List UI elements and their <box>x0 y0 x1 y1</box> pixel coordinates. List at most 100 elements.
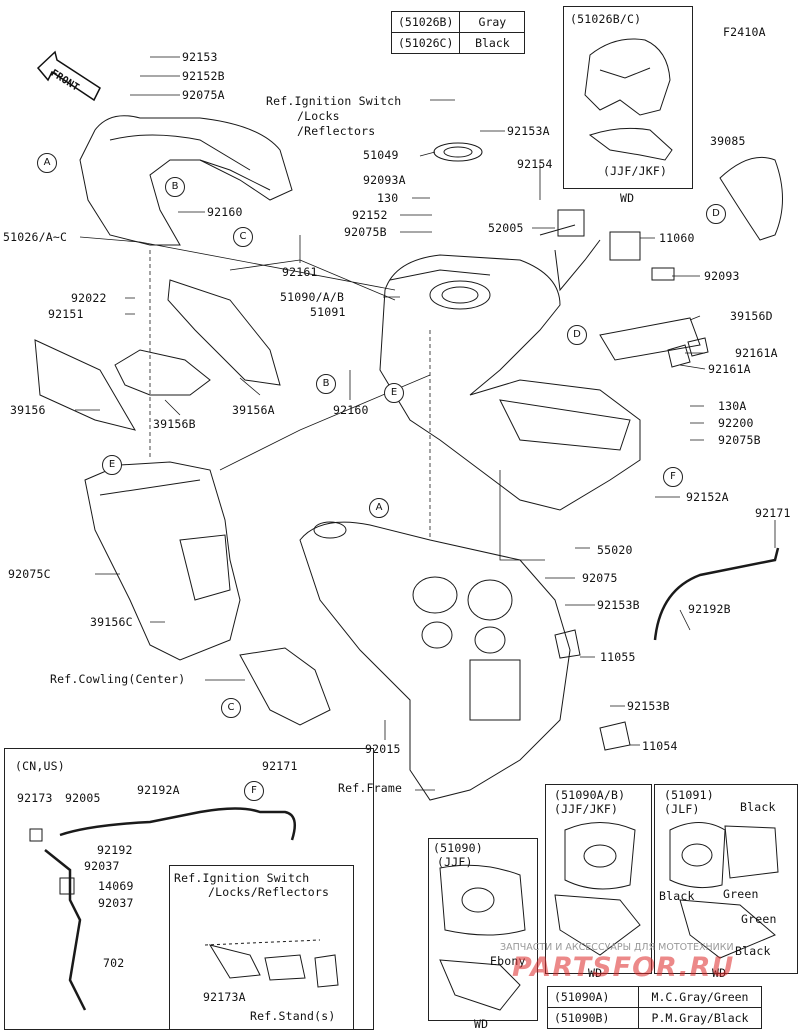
label-92037-a: 92037 <box>84 859 120 873</box>
label-92173A: 92173A <box>203 990 246 1004</box>
upper-cowl-shape <box>79 115 293 246</box>
label-11060: 11060 <box>659 231 695 245</box>
inset-cowl-variant: (JJF/JKF) <box>603 164 668 178</box>
color-table-51090: (51090A) M.C.Gray/Green (51090B) P.M.Gra… <box>547 986 762 1029</box>
inset-51091-box <box>654 784 798 974</box>
callout-f: F <box>244 781 264 801</box>
inset-51091-label-green: Green <box>741 912 777 926</box>
bracket-11055 <box>554 629 581 659</box>
fuel-pump-shape <box>539 209 641 292</box>
label-39156B: 39156B <box>153 417 196 431</box>
callout-c: C <box>233 227 253 247</box>
table-cell-color: P.M.Gray/Black <box>638 1007 762 1029</box>
inset-cn-us-title: (CN,US) <box>15 759 65 773</box>
callout-d: D <box>706 204 726 224</box>
table-cell-code: (51026B) <box>390 11 461 33</box>
inset-51090-variant: (JJF) <box>437 855 473 869</box>
inset-cowl-box <box>563 6 693 189</box>
callout-e: E <box>384 383 404 403</box>
inset-51090-box <box>428 838 538 1021</box>
label-55020: 55020 <box>597 543 633 557</box>
callout-b: B <box>165 177 185 197</box>
label-ref-ignition-1: Ref.Ignition Switch <box>266 94 402 108</box>
label-51090: 51090/A/B <box>280 290 345 304</box>
label-92153B: 92153B <box>597 598 640 612</box>
label-92093A: 92093A <box>363 173 406 187</box>
label-92075: 92075 <box>582 571 618 585</box>
cowl-inset-art <box>584 38 673 161</box>
table-cell-color: Gray <box>459 11 526 33</box>
label-92173: 92173 <box>17 791 53 805</box>
label-11054: 11054 <box>642 739 678 753</box>
label-702: 702 <box>103 956 125 970</box>
pad-92093 <box>651 267 675 281</box>
label-92037-b: 92037 <box>98 896 134 910</box>
inset-ignition-ref-stand: Ref.Stand(s) <box>250 1009 336 1023</box>
frame-shape <box>299 521 571 801</box>
callout-f: F <box>663 467 683 487</box>
panel-39156B <box>114 349 211 396</box>
callout-e: E <box>102 455 122 475</box>
inset-51090-color-label: Ebony <box>490 954 526 968</box>
label-39156D: 39156D <box>730 309 773 323</box>
label-130A: 130A <box>718 399 747 413</box>
table-row: (51090A) M.C.Gray/Green <box>547 986 762 1008</box>
figure-code: F2410A <box>723 25 766 39</box>
callout-a: A <box>369 498 389 518</box>
label-92075C: 92075C <box>8 567 51 581</box>
filler-cap-shape <box>433 142 483 162</box>
label-ref-ignition-2: /Locks <box>297 109 340 123</box>
label-92161: 92161 <box>282 265 318 279</box>
label-92161A-b: 92161A <box>708 362 751 376</box>
label-92152A: 92152A <box>686 490 729 504</box>
pad-39156D <box>599 317 701 361</box>
label-51091: 51091 <box>310 305 346 319</box>
inset-ignition-ref-2: /Locks/Reflectors <box>208 885 330 899</box>
label-92153A: 92153A <box>507 124 550 138</box>
label-92154: 92154 <box>517 157 553 171</box>
callout-c: C <box>221 698 241 718</box>
tank-inset-art-51090ab <box>554 822 641 956</box>
label-14069: 14069 <box>98 879 134 893</box>
inset-51091-label-black: Black <box>735 944 771 958</box>
fuel-tank-shape <box>379 254 641 511</box>
callout-a: A <box>37 153 57 173</box>
label-92153B-lower: 92153B <box>627 699 670 713</box>
inset-51091-label-green: Green <box>723 887 759 901</box>
watermark-logo: PARTSFOR.RU <box>512 952 735 983</box>
inset-51091-label-black: Black <box>740 800 776 814</box>
label-92075B-right: 92075B <box>718 433 761 447</box>
label-92153: 92153 <box>182 50 218 64</box>
leader-lines <box>75 56 776 791</box>
inset-51090ab-box <box>545 784 652 974</box>
front-arrow-icon <box>36 50 101 102</box>
label-ref-cowling: Ref.Cowling(Center) <box>50 672 186 686</box>
label-ref-frame: Ref.Frame <box>338 781 403 795</box>
label-51026: 51026/A~C <box>3 230 68 244</box>
table-cell-code: (51090B) <box>547 1007 639 1029</box>
table-cell-code: (51026C) <box>390 32 461 54</box>
watermark-text: ЗАПЧАСТИ И АКСЕССУАРЫ ДЛЯ МОТОТЕХНИКИ <box>500 942 734 953</box>
label-92171: 92171 <box>755 506 791 520</box>
cn-us-hose-art <box>29 807 297 1011</box>
table-cell-code: (51090A) <box>547 986 639 1008</box>
label-92151: 92151 <box>48 307 84 321</box>
panel-39156 <box>34 339 137 431</box>
ignition-art <box>204 939 339 988</box>
label-92160-lower: 92160 <box>333 403 369 417</box>
label-39085: 39085 <box>710 134 746 148</box>
label-39156A: 39156A <box>232 403 275 417</box>
label-92171-inset: 92171 <box>262 759 298 773</box>
color-table-51026: (51026B) Gray (51026C) Black <box>390 11 526 54</box>
label-92075B: 92075B <box>344 225 387 239</box>
label-51049: 51049 <box>363 148 399 162</box>
label-92093: 92093 <box>704 269 740 283</box>
label-92192B: 92192B <box>688 602 731 616</box>
center-cowling-shape <box>239 647 331 726</box>
table-row: (51026B) Gray <box>390 11 526 33</box>
inset-51091-variant: (JLF) <box>664 802 700 816</box>
inset-51090ab-title: (51090A/B) <box>554 788 626 802</box>
label-92200: 92200 <box>718 416 754 430</box>
inset-51091-market: WD <box>712 966 727 980</box>
